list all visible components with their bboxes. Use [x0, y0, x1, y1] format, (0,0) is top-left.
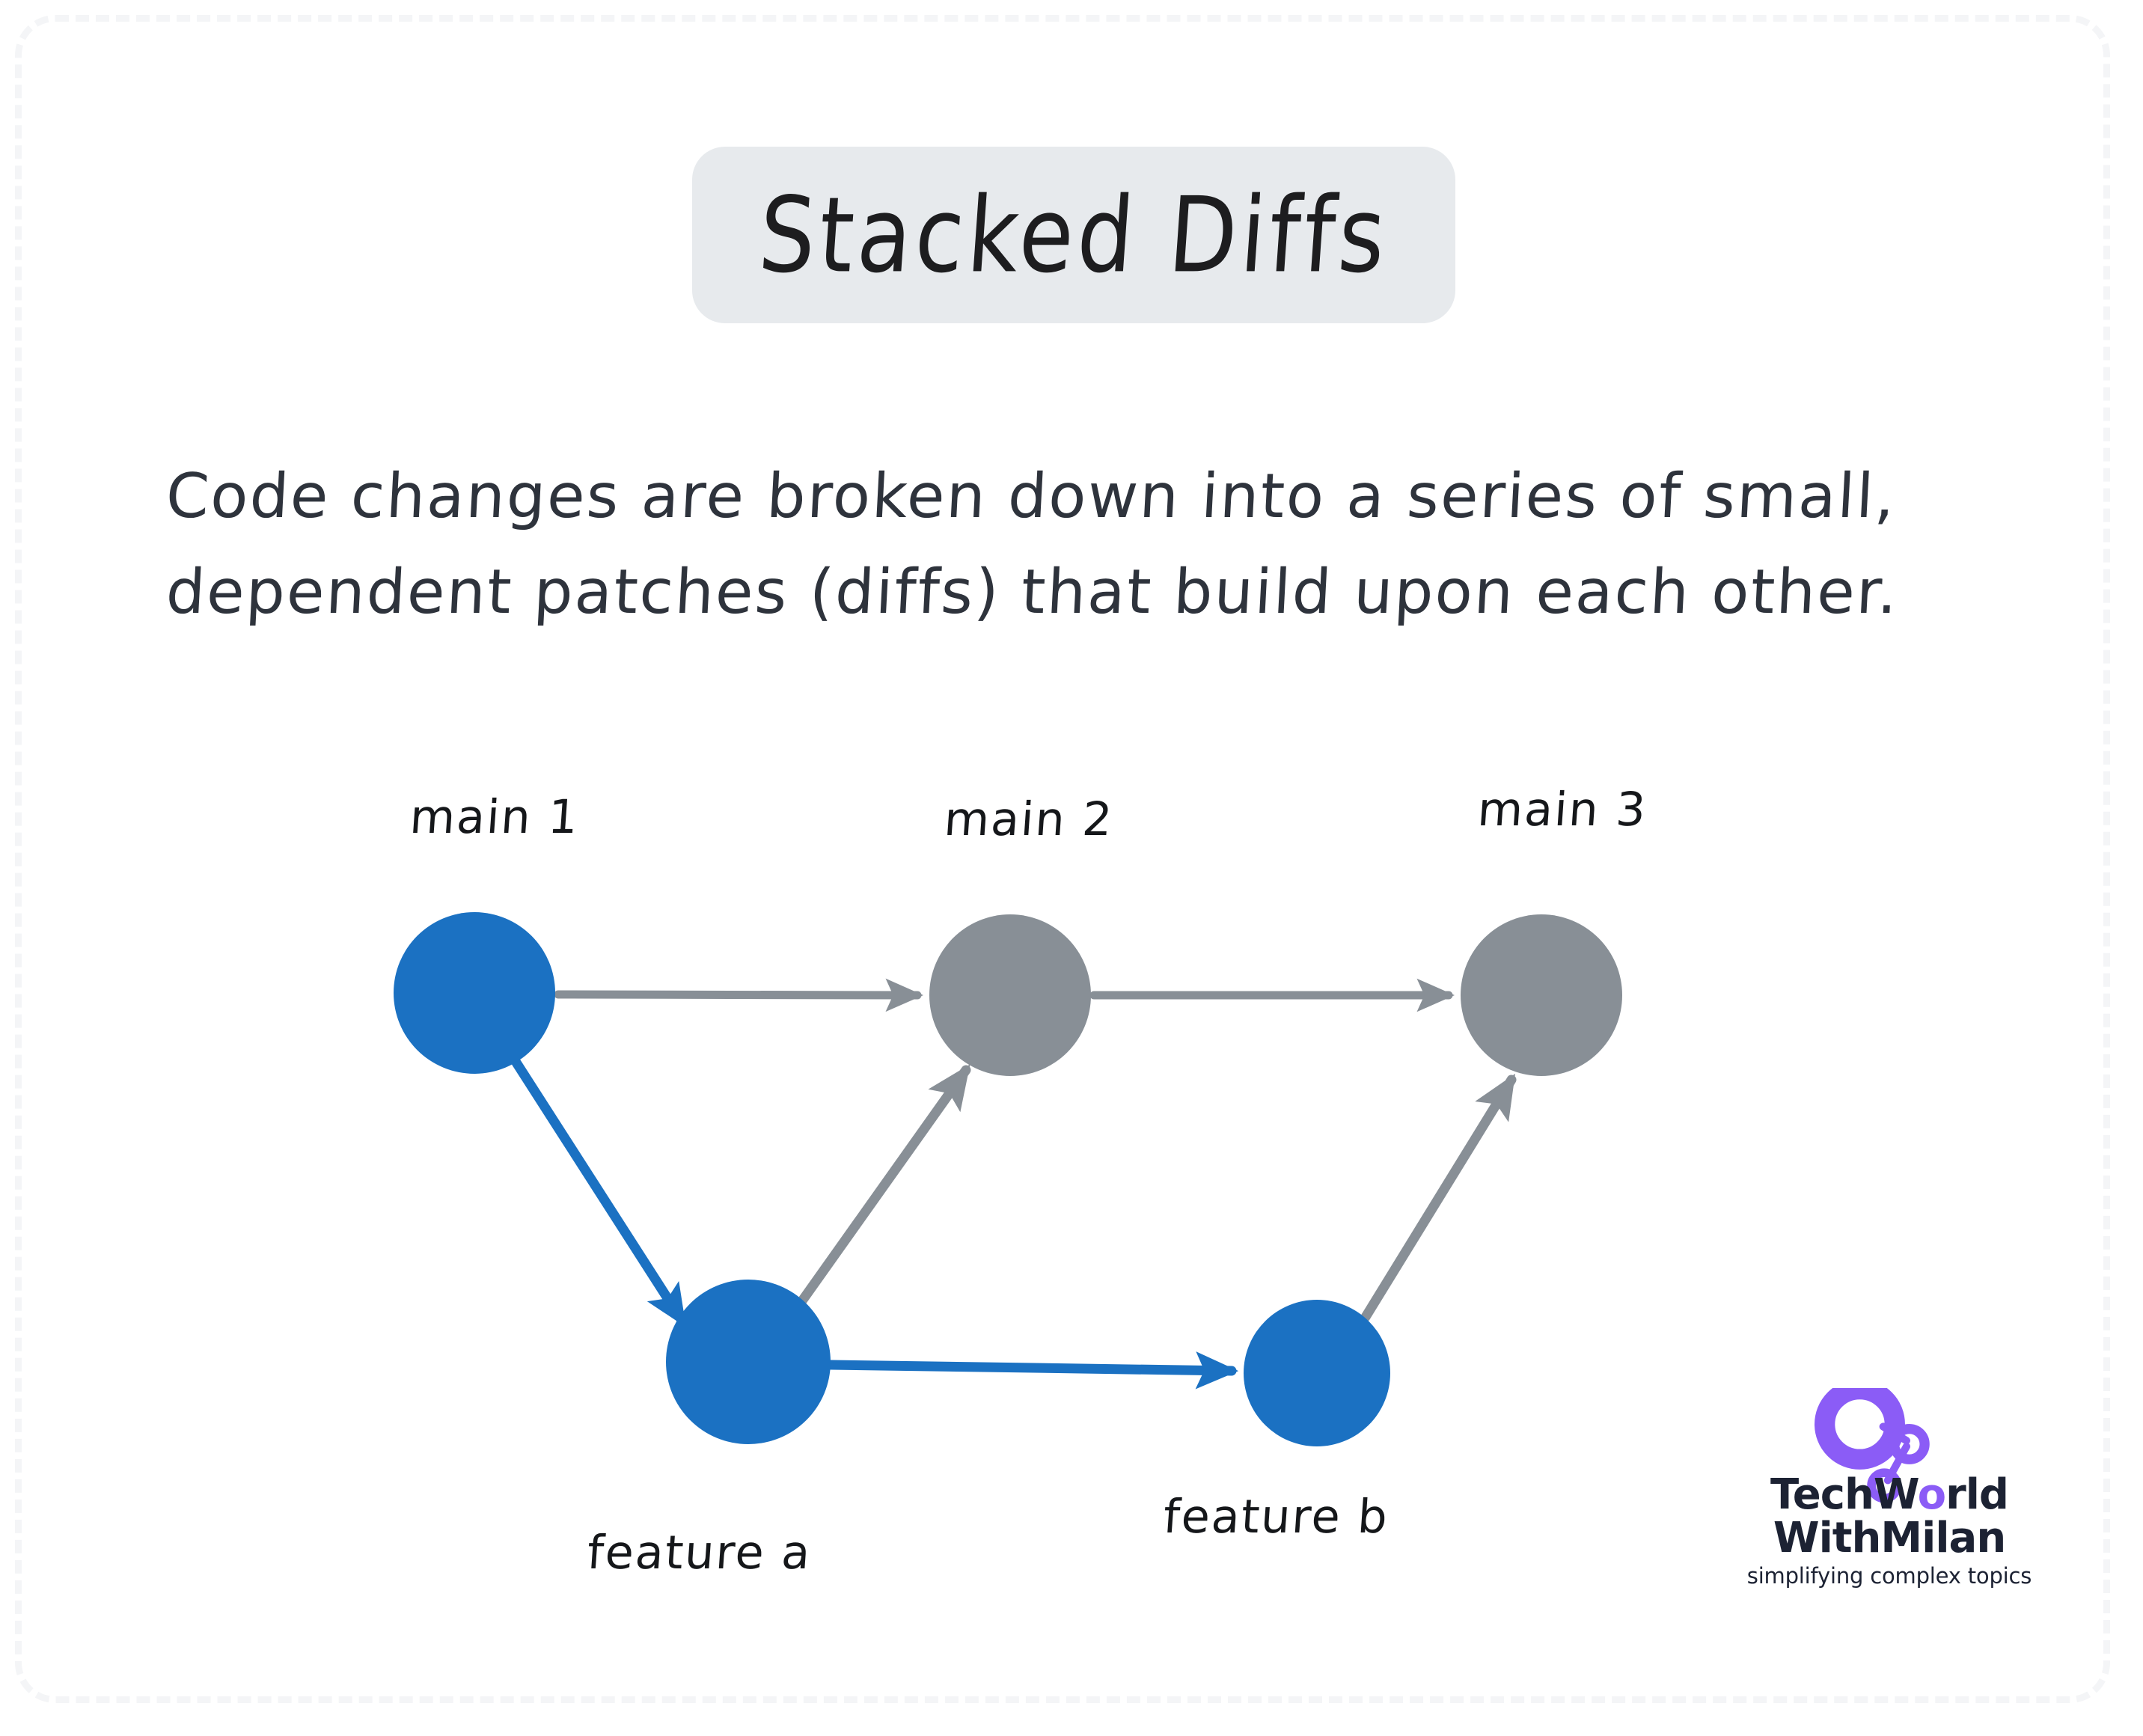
logo-line-2: WithMilan — [1773, 1514, 2006, 1562]
node-label-main3: main 3 — [1476, 782, 1649, 837]
logo-network-icon — [1815, 1388, 1930, 1503]
node-label-main2: main 2 — [942, 792, 1116, 846]
edge-main1-main2 — [554, 978, 924, 1012]
logo-text-techw: TechW — [1770, 1470, 1919, 1519]
brand-logo: TechWorld WithMilan simplifying complex … — [1732, 1388, 2046, 1613]
logo-text-rld: rld — [1945, 1470, 2009, 1519]
logo-wordmark: TechWorld WithMilan simplifying complex … — [1732, 1473, 2046, 1587]
node-feature-b[interactable] — [1244, 1300, 1390, 1446]
node-main2[interactable] — [929, 914, 1091, 1076]
graph-nodes — [394, 912, 1622, 1446]
title-badge: Stacked Diffs — [692, 147, 1455, 323]
logo-line-1: TechWorld — [1732, 1473, 2046, 1517]
edge-main1-featurea — [511, 1057, 688, 1327]
edge-featurea-main2 — [798, 1064, 971, 1305]
node-feature-a[interactable] — [666, 1280, 831, 1444]
node-label-feature-a: feature a — [585, 1525, 814, 1580]
node-main1[interactable] — [394, 912, 555, 1074]
logo-text-o: o — [1917, 1470, 1946, 1519]
graph-edges — [511, 978, 1517, 1390]
node-main3[interactable] — [1461, 914, 1622, 1076]
edge-featureb-main3 — [1360, 1073, 1517, 1322]
node-label-feature-b: feature b — [1161, 1489, 1391, 1544]
node-label-main1: main 1 — [408, 789, 581, 844]
logo-tagline: simplifying complex topics — [1746, 1563, 2032, 1589]
edge-featurea-featureb — [825, 1351, 1239, 1390]
